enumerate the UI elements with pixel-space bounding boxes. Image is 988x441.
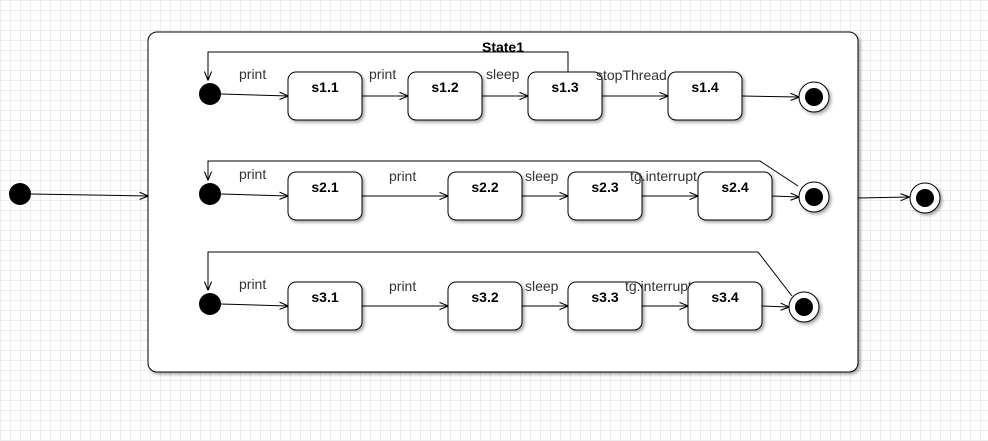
region-3-edge-label-2: print (389, 278, 416, 294)
region-2-edge-label-2: print (389, 168, 416, 184)
state-s2-2[interactable]: s2.2 (447, 171, 523, 221)
region-1-edge-label-4: stopThread (596, 67, 667, 83)
state-s3-4[interactable]: s3.4 (687, 281, 763, 331)
region-3-edge-label-4: tg.interrupt (625, 278, 692, 294)
region-1: print s1.1 print s1.2 sleep s1.3 stopThr… (199, 51, 830, 121)
state-label: s1.2 (431, 79, 458, 95)
state-label: s1.4 (691, 79, 718, 95)
region-1-edge-label-3: sleep (486, 66, 520, 82)
state-label: s1.3 (551, 79, 578, 95)
region-3-initial-state[interactable] (199, 293, 221, 315)
state-label: s2.1 (311, 179, 338, 195)
state-s3-1[interactable]: s3.1 (287, 281, 363, 331)
region-3: print s3.1 print s3.2 sleep s3.3 tg.inte… (199, 251, 820, 331)
state-s3-3[interactable]: s3.3 (567, 281, 643, 331)
state-label: s2.4 (721, 179, 748, 195)
region-1-edge-label-1: print (239, 66, 266, 82)
state-label: s3.2 (471, 289, 498, 305)
region-2-transition-1[interactable] (220, 194, 288, 196)
region-2-loop-transition[interactable] (208, 160, 799, 187)
region-1-edge-label-2: print (369, 66, 396, 82)
state-label: s2.2 (471, 179, 498, 195)
region-3-loop-transition[interactable] (208, 251, 793, 297)
region-3-final-state[interactable] (788, 291, 820, 323)
region-2-edge-label-4: tg.interrupt (630, 168, 697, 184)
region-2-final-state[interactable] (798, 181, 830, 213)
state-label: s3.4 (711, 289, 738, 305)
state-s1-2[interactable]: s1.2 (407, 71, 483, 121)
state-label: s2.3 (591, 179, 618, 195)
outer-initial-state[interactable] (9, 183, 31, 205)
state-s1-1[interactable]: s1.1 (287, 71, 363, 121)
state-s2-4[interactable]: s2.4 (697, 171, 773, 221)
state-s3-2[interactable]: s3.2 (447, 281, 523, 331)
state-s2-1[interactable]: s2.1 (287, 171, 363, 221)
outer-initial-transition[interactable] (30, 194, 148, 196)
region-2: print s2.1 print s2.2 sleep s2.3 tg.inte… (199, 160, 830, 221)
region-3-edge-label-3: sleep (525, 278, 559, 294)
region-1-initial-state[interactable] (199, 83, 221, 105)
state-label: s3.1 (311, 289, 338, 305)
state-s1-4[interactable]: s1.4 (667, 71, 743, 121)
region-2-transition-final[interactable] (771, 196, 799, 197)
state-s1-3[interactable]: s1.3 (527, 71, 603, 121)
region-3-edge-label-1: print (239, 276, 266, 292)
outer-final-state[interactable] (909, 182, 941, 214)
region-1-loop-transition[interactable] (208, 51, 569, 80)
region-1-final-state[interactable] (798, 81, 830, 113)
region-1-transition-1[interactable] (220, 94, 288, 96)
region-2-edge-label-1: print (239, 166, 266, 182)
composite-state-title: State1 (482, 39, 524, 55)
region-3-transition-1[interactable] (220, 304, 288, 306)
region-3-transition-final[interactable] (761, 306, 789, 307)
state-label: s3.3 (591, 289, 618, 305)
outer-exit-transition[interactable] (857, 197, 909, 198)
region-1-transition-final[interactable] (741, 96, 799, 97)
state-label: s1.1 (311, 79, 338, 95)
region-2-initial-state[interactable] (199, 183, 221, 205)
region-2-edge-label-3: sleep (525, 168, 559, 184)
